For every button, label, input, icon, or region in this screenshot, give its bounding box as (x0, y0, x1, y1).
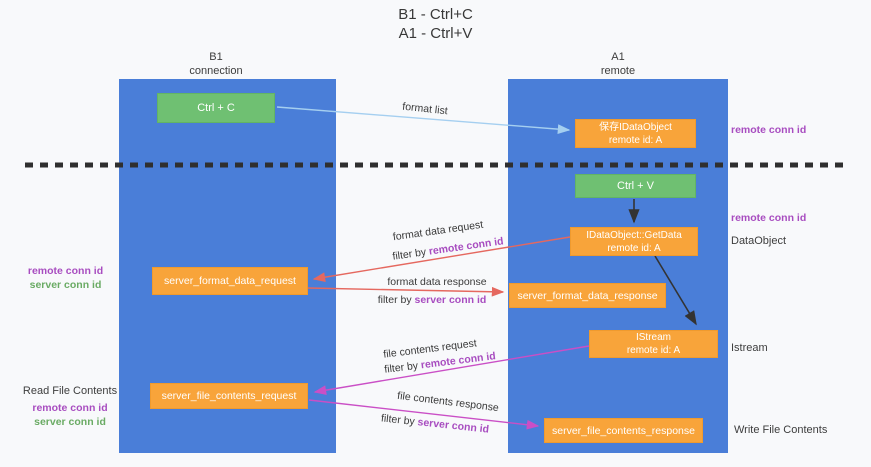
lane-header-b1: B1 connection (156, 51, 276, 79)
left-remote-conn-id-format: remote conn id (27, 265, 104, 277)
server-file-contents-request-box: server_file_contents_request (150, 383, 308, 409)
server-file-contents-response-label: server_file_contents_response (551, 424, 695, 437)
lane-header-a1: A1 remote (558, 51, 678, 79)
lane-b1-role: connection (189, 64, 243, 77)
getdata-remote-id: remote id: A (607, 242, 661, 254)
server-file-contents-request-label: server_file_contents_request (161, 390, 297, 402)
istream-remote-id: remote id: A (626, 345, 681, 356)
right-remote-conn-id-top: remote conn id (731, 124, 807, 136)
server-format-data-request-box: server_format_data_request (152, 267, 308, 295)
server-conn-id-text: server conn id (416, 416, 490, 436)
format-data-response-label: format data response (387, 276, 487, 288)
filter-by-text: filter by (383, 359, 422, 376)
file-contents-response-label: file contents response (396, 389, 500, 415)
filter-by-text: filter by (391, 245, 430, 263)
idataobject-getdata-box: IDataObject::GetData remote id: A (570, 227, 698, 256)
save-idataobject-line1: 保存IDataObject (599, 121, 672, 133)
left-file-labels-group: Read File Contents remote conn id server… (20, 384, 120, 430)
format-data-response-arrow (307, 286, 505, 297)
lane-a1-role: remote (600, 64, 636, 77)
save-idataobject-remote-id: remote id: A (608, 134, 663, 146)
istream-side-label: Istream (731, 342, 768, 354)
ctrl-c-label: Ctrl + C (197, 102, 235, 114)
right-remote-conn-id-mid: remote conn id (731, 212, 807, 224)
remote-conn-id-text: remote conn id (428, 235, 505, 258)
lane-a1-name: A1 (611, 51, 625, 63)
filter-by-text: filter by (377, 294, 415, 306)
save-idataobject-box: 保存IDataObject remote id: A (575, 119, 696, 148)
left-format-conn-id-group: remote conn id server conn id (18, 265, 113, 292)
server-format-data-response-box: server_format_data_response (509, 283, 666, 308)
read-file-contents-label: Read File Contents (22, 385, 118, 397)
lane-b1-name: B1 (209, 51, 223, 63)
getdata-line1: IDataObject::GetData (586, 229, 682, 241)
server-format-data-response-label: server_format_data_response (517, 289, 658, 302)
server-conn-id-text: server conn id (414, 294, 487, 306)
title-line-b1: B1 - Ctrl+C (398, 6, 473, 23)
server-format-data-request-label: server_format_data_request (164, 275, 296, 287)
left-remote-conn-id-file: remote conn id (32, 402, 108, 415)
left-server-conn-id-format: server conn id (29, 278, 102, 291)
ctrl-v-label: Ctrl + V (617, 180, 654, 192)
dataobject-label: DataObject (731, 235, 787, 247)
ctrl-v-box: Ctrl + V (575, 174, 696, 198)
write-file-contents-label: Write File Contents (734, 424, 828, 436)
format-data-response-filter-label: filter by server conn id (378, 294, 487, 306)
file-contents-response-filter-label: filter by server conn id (380, 412, 489, 435)
title-line-a1: A1 - Ctrl+V (398, 24, 473, 42)
filter-by-text: filter by (380, 412, 419, 429)
server-file-contents-response-box: server_file_contents_response (544, 418, 703, 443)
ctrl-c-box: Ctrl + C (157, 93, 275, 123)
format-list-label: format list (401, 100, 449, 118)
left-server-conn-id-file: server conn id (34, 415, 106, 428)
diagram-title: B1 - Ctrl+C A1 - Ctrl+V (0, 6, 871, 44)
istream-box: IStream remote id: A (589, 330, 718, 358)
istream-line1: IStream (635, 332, 671, 343)
